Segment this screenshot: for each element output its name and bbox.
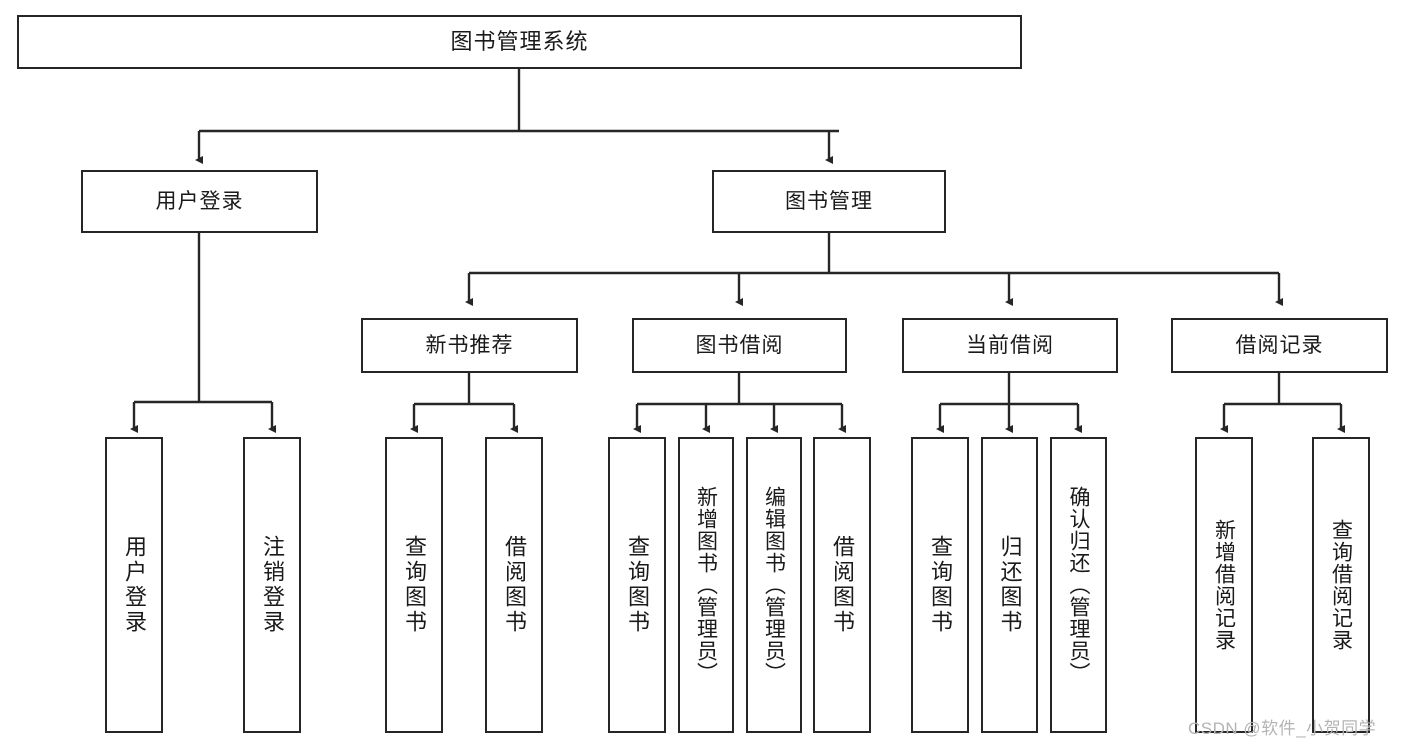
node-leaf-query-record-label: 查询借阅记录 — [1329, 519, 1353, 651]
node-new-book-recommend-label: 新书推荐 — [425, 333, 514, 357]
node-leaf-borrow-book-2[interactable]: 借阅图书 — [813, 437, 871, 733]
node-leaf-user-login[interactable]: 用户登录 — [105, 437, 163, 733]
node-leaf-return-book[interactable]: 归还图书 — [981, 437, 1038, 733]
node-leaf-add-book[interactable]: 新增图书（管理员） — [678, 437, 734, 733]
node-leaf-return-book-label: 归还图书 — [997, 535, 1023, 635]
node-leaf-query-book-2-label: 查询图书 — [625, 535, 650, 635]
node-borrow-record[interactable]: 借阅记录 — [1171, 318, 1388, 373]
node-leaf-confirm-return-label: 确认归还（管理员） — [1067, 486, 1090, 684]
node-leaf-edit-book[interactable]: 编辑图书（管理员） — [746, 437, 802, 733]
node-leaf-user-login-label: 用户登录 — [122, 535, 147, 635]
node-leaf-add-record-label: 新增借阅记录 — [1212, 519, 1236, 651]
node-book-borrow[interactable]: 图书借阅 — [632, 318, 847, 373]
node-leaf-borrow-book-1-label: 借阅图书 — [502, 535, 527, 635]
node-current-borrow[interactable]: 当前借阅 — [902, 318, 1118, 373]
node-book-manage[interactable]: 图书管理 — [712, 170, 946, 233]
node-new-book-recommend[interactable]: 新书推荐 — [361, 318, 578, 373]
node-borrow-record-label: 借阅记录 — [1235, 333, 1324, 357]
node-leaf-query-book-2[interactable]: 查询图书 — [608, 437, 666, 733]
node-leaf-add-record[interactable]: 新增借阅记录 — [1195, 437, 1253, 733]
node-leaf-query-book-1-label: 查询图书 — [402, 535, 427, 635]
node-leaf-query-book-1[interactable]: 查询图书 — [385, 437, 443, 733]
node-book-borrow-label: 图书借阅 — [695, 333, 784, 357]
node-user-login-label: 用户登录 — [155, 189, 244, 213]
watermark: CSDN @软件_小贺同学 — [1188, 719, 1377, 738]
node-leaf-borrow-book-1[interactable]: 借阅图书 — [485, 437, 543, 733]
node-root[interactable]: 图书管理系统 — [17, 15, 1022, 69]
node-leaf-query-record[interactable]: 查询借阅记录 — [1312, 437, 1370, 733]
node-leaf-query-book-3[interactable]: 查询图书 — [911, 437, 969, 733]
node-leaf-logout[interactable]: 注销登录 — [243, 437, 301, 733]
node-leaf-add-book-label: 新增图书（管理员） — [694, 486, 718, 684]
node-leaf-logout-label: 注销登录 — [260, 535, 285, 635]
node-leaf-query-book-3-label: 查询图书 — [928, 535, 953, 635]
node-leaf-borrow-book-2-label: 借阅图书 — [830, 535, 855, 635]
node-user-login[interactable]: 用户登录 — [81, 170, 318, 233]
node-current-borrow-label: 当前借阅 — [966, 333, 1054, 357]
node-leaf-confirm-return[interactable]: 确认归还（管理员） — [1050, 437, 1107, 733]
node-root-label: 图书管理系统 — [450, 28, 589, 54]
node-leaf-edit-book-label: 编辑图书（管理员） — [762, 486, 786, 684]
node-book-manage-label: 图书管理 — [785, 189, 873, 213]
